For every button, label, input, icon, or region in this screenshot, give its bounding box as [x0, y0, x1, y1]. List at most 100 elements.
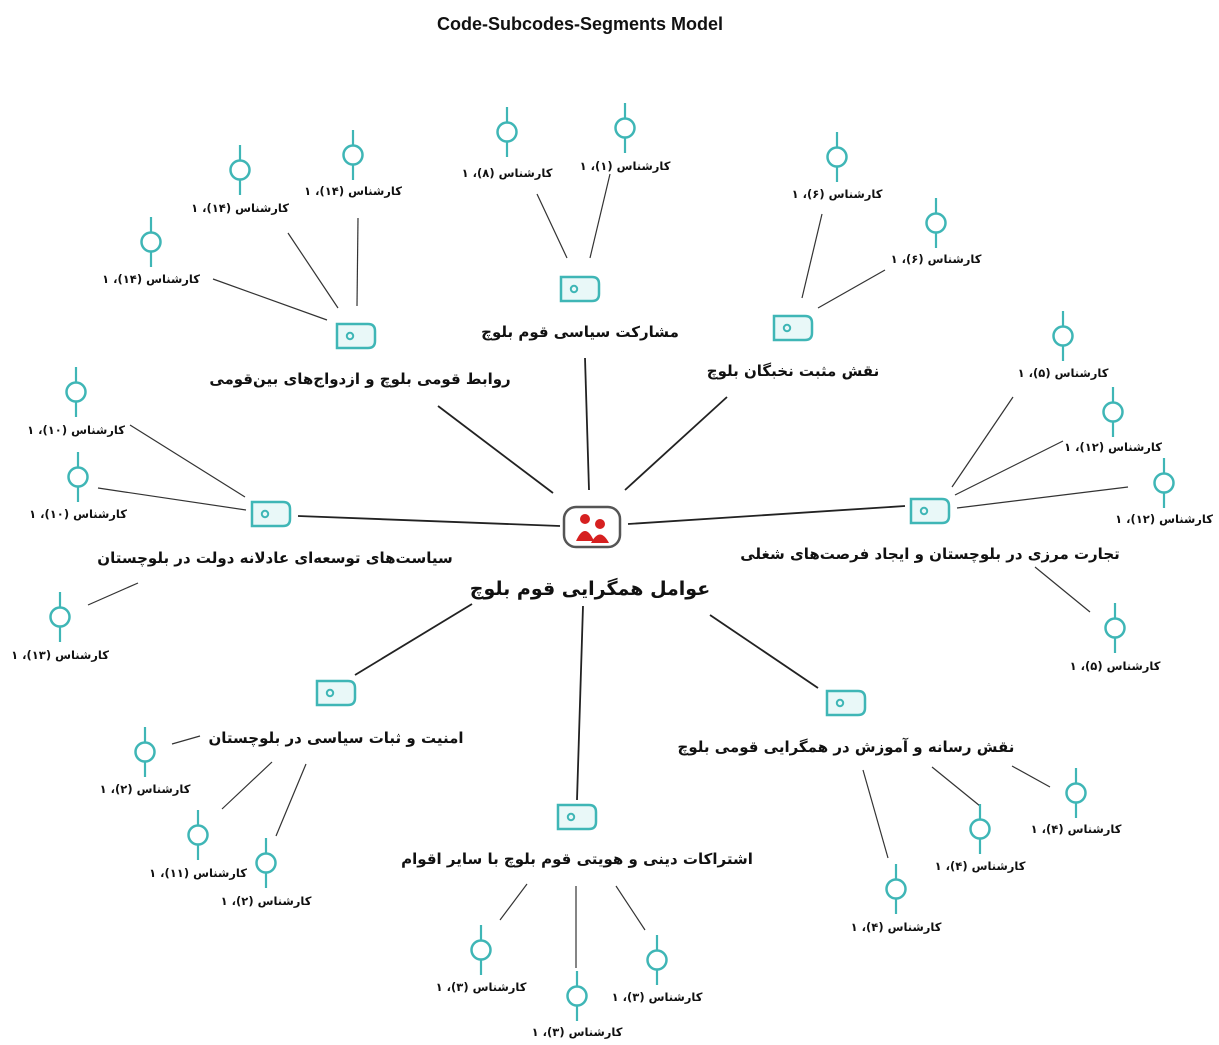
code-tag-icon — [772, 314, 814, 342]
segment-label: کارشناس (۵)، ۱ — [1070, 659, 1161, 673]
segment-node[interactable]: کارشناس (۶)، ۱ — [792, 132, 883, 201]
segment-node[interactable]: کارشناس (۵)، ۱ — [1018, 311, 1109, 380]
center-node-label: عوامل همگرایی قوم بلوچ — [470, 577, 710, 600]
center-to-code-link — [297, 515, 561, 527]
segment-label: کارشناس (۶)، ۱ — [792, 187, 883, 201]
segment-label: کارشناس (۱۴)، ۱ — [102, 272, 200, 286]
code-to-segment-link — [356, 217, 359, 307]
segment-pin-icon — [826, 132, 848, 182]
code-label: سیاست‌های توسعه‌ای عادلانه دولت در بلوچس… — [97, 549, 452, 568]
segment-pin-icon — [342, 130, 364, 180]
segment-pin-icon — [140, 217, 162, 267]
segment-pin-icon — [187, 810, 209, 860]
code-to-segment-link — [221, 761, 273, 810]
code-to-segment-link — [97, 487, 247, 511]
segment-label: کارشناس (۱۲)، ۱ — [1115, 512, 1213, 526]
segment-node[interactable]: کارشناس (۱۴)، ۱ — [191, 145, 289, 215]
nodes-layer: عوامل همگرایی قوم بلوچ مشارکت سیاسی قوم ب… — [11, 103, 1213, 1039]
segment-node[interactable]: کارشناس (۱۴)، ۱ — [102, 217, 200, 286]
links-layer — [87, 173, 1129, 968]
segment-pin-icon — [470, 925, 492, 975]
code-to-segment-link — [862, 769, 889, 859]
segment-label: کارشناس (۱۲)، ۱ — [1064, 440, 1162, 454]
segment-node[interactable]: کارشناس (۱۱)، ۱ — [149, 810, 247, 880]
code-tag-icon — [250, 500, 292, 528]
code-to-segment-link — [171, 735, 201, 745]
segment-pin-icon — [614, 103, 636, 153]
segment-node[interactable]: کارشناس (۲)، ۱ — [100, 727, 191, 796]
segment-node[interactable]: کارشناس (۱۳)، ۱ — [11, 592, 109, 662]
segment-pin-icon — [1065, 768, 1087, 818]
center-node[interactable]: عوامل همگرایی قوم بلوچ — [470, 505, 710, 600]
segment-label: کارشناس (۱۰)، ۱ — [27, 423, 125, 437]
code-label: نقش رسانه و آموزش در همگرایی قومی بلوچ — [678, 738, 1015, 756]
segment-label: کارشناس (۱)، ۱ — [580, 159, 671, 173]
code-to-segment-link — [589, 173, 611, 259]
code-label: اشتراکات دینی و هویتی قوم بلوچ با سایر ا… — [401, 850, 753, 868]
segment-label: کارشناس (۶)، ۱ — [891, 252, 982, 266]
segment-label: کارشناس (۱۱)، ۱ — [149, 866, 247, 880]
code-node[interactable]: سیاست‌های توسعه‌ای عادلانه دولت در بلوچس… — [97, 500, 453, 568]
code-node[interactable]: روابط قومی بلوچ و ازدواج‌های بین‌قومی — [209, 322, 511, 388]
code-node[interactable]: مشارکت سیاسی قوم بلوچ — [481, 275, 679, 341]
code-to-segment-link — [801, 213, 823, 299]
segment-node[interactable]: کارشناس (۱۰)، ۱ — [29, 452, 127, 521]
code-to-segment-link — [212, 278, 328, 321]
segment-node[interactable]: کارشناس (۱۲)، ۱ — [1064, 387, 1162, 454]
code-to-segment-link — [1034, 566, 1091, 613]
center-to-code-link — [627, 505, 906, 525]
code-to-segment-link — [287, 232, 339, 309]
code-to-segment-link — [931, 766, 981, 807]
segment-pin-icon — [134, 727, 156, 777]
code-node[interactable]: تجارت مرزی در بلوچستان و ایجاد فرصت‌های … — [740, 497, 1120, 564]
code-node[interactable]: نقش رسانه و آموزش در همگرایی قومی بلوچ — [678, 689, 1015, 756]
segment-node[interactable]: کارشناس (۳)، ۱ — [532, 971, 623, 1039]
center-to-code-link — [576, 605, 584, 801]
segment-pin-icon — [1153, 458, 1175, 508]
segment-node[interactable]: کارشناس (۵)، ۱ — [1070, 603, 1161, 673]
center-to-code-link — [354, 603, 473, 676]
center-to-code-link — [624, 396, 728, 491]
diagram-title: Code-Subcodes-Segments Model — [437, 14, 723, 34]
code-label: امنیت و ثبات سیاسی در بلوچستان — [208, 729, 463, 748]
code-to-segment-link — [615, 885, 646, 931]
segment-pin-icon — [925, 198, 947, 248]
segment-pin-icon — [67, 452, 89, 502]
segment-node[interactable]: کارشناس (۴)، ۱ — [851, 864, 942, 934]
segment-node[interactable]: کارشناس (۴)، ۱ — [935, 804, 1026, 873]
segment-node[interactable]: کارشناس (۱۰)، ۱ — [27, 367, 125, 437]
segment-node[interactable]: کارشناس (۶)، ۱ — [891, 198, 982, 266]
code-label: مشارکت سیاسی قوم بلوچ — [481, 323, 679, 341]
segment-label: کارشناس (۸)، ۱ — [462, 166, 553, 180]
segment-pin-icon — [566, 971, 588, 1021]
segment-node[interactable]: کارشناس (۲)، ۱ — [221, 838, 312, 908]
segment-node[interactable]: کارشناس (۱۴)، ۱ — [304, 130, 402, 198]
segment-pin-icon — [49, 592, 71, 642]
segment-label: کارشناس (۱۴)، ۱ — [304, 184, 402, 198]
center-to-code-link — [709, 614, 819, 689]
segment-pin-icon — [496, 107, 518, 157]
center-to-code-link — [437, 405, 554, 494]
segment-node[interactable]: کارشناس (۳)، ۱ — [436, 925, 527, 994]
segment-node[interactable]: کارشناس (۳)، ۱ — [612, 935, 703, 1004]
code-label: نقش مثبت نخبگان بلوچ — [707, 362, 879, 380]
code-node[interactable]: امنیت و ثبات سیاسی در بلوچستان — [208, 679, 464, 748]
segment-node[interactable]: کارشناس (۴)، ۱ — [1031, 768, 1122, 836]
code-label: روابط قومی بلوچ و ازدواج‌های بین‌قومی — [209, 370, 510, 388]
segment-node[interactable]: کارشناس (۱۲)، ۱ — [1115, 458, 1213, 526]
code-node[interactable]: نقش مثبت نخبگان بلوچ — [707, 314, 879, 380]
segment-pin-icon — [65, 367, 87, 417]
segment-label: کارشناس (۱۴)، ۱ — [191, 201, 289, 215]
segment-node[interactable]: کارشناس (۸)، ۱ — [462, 107, 553, 180]
segment-pin-icon — [255, 838, 277, 888]
segment-node[interactable]: کارشناس (۱)، ۱ — [580, 103, 671, 173]
code-tag-icon — [559, 275, 601, 303]
code-to-segment-link — [951, 396, 1014, 488]
segment-pin-icon — [1102, 387, 1124, 437]
segment-pin-icon — [969, 804, 991, 854]
segment-label: کارشناس (۳)، ۱ — [532, 1025, 623, 1039]
segment-pin-icon — [885, 864, 907, 914]
code-node[interactable]: اشتراکات دینی و هویتی قوم بلوچ با سایر ا… — [401, 803, 753, 868]
code-tag-icon — [315, 679, 357, 707]
